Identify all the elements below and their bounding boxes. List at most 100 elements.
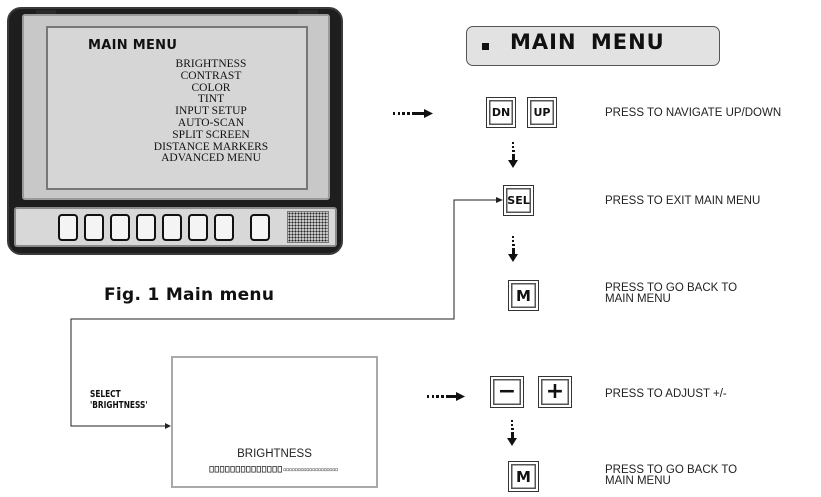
select-label-line-2: 'BRIGHTNESS' (90, 400, 148, 411)
monitor-hardware-button-3[interactable] (110, 214, 130, 241)
monitor-screen (46, 26, 308, 190)
m-key-2-label: M (516, 467, 531, 486)
m-key-1[interactable]: M (508, 280, 539, 311)
brightness-bar-cell-empty (286, 468, 289, 472)
monitor-hardware-button-1[interactable] (58, 214, 78, 241)
brightness-bar-cell-filled (277, 466, 282, 473)
osd-menu-item-input-setup[interactable]: INPUT SETUP (175, 105, 247, 118)
brightness-bar-cell-empty (289, 468, 292, 472)
brightness-bar-cell-empty (326, 468, 330, 472)
brightness-osd-screen (171, 356, 378, 488)
select-loop-connector (70, 199, 496, 427)
plus-key-label: + (545, 379, 565, 404)
desc-back-1-line-1: PRESS TO GO BACK TO (605, 282, 738, 294)
brightness-bar-cell-empty (318, 468, 321, 472)
desc-exit-main-menu: PRESS TO EXIT MAIN MENU (605, 195, 761, 207)
minus-key[interactable]: − (490, 376, 524, 408)
brightness-bar-cell-empty (303, 468, 307, 472)
brightness-bar-cell-filled (209, 466, 214, 473)
monitor-hardware-button-2[interactable] (84, 214, 104, 241)
brightness-bar-cell-empty (292, 468, 295, 472)
desc-back-2-line-1: PRESS TO GO BACK TO (605, 464, 738, 476)
osd-menu-list: BRIGHTNESS CONTRAST COLOR TINT INPUT SET… (136, 58, 286, 165)
dash-arrow-monitor (393, 109, 433, 118)
brightness-bar-cell-filled (240, 466, 246, 473)
desc-back-to-main-menu-2: PRESS TO GO BACK TO MAIN MENU (605, 464, 738, 487)
minus-key-label: − (497, 379, 517, 404)
brightness-bar-cell-filled (267, 466, 272, 473)
dn-key[interactable]: DN (486, 97, 516, 128)
desc-navigate: PRESS TO NAVIGATE UP/DOWN (605, 107, 782, 119)
monitor-power-button[interactable] (250, 214, 270, 241)
osd-menu-item-advanced-menu[interactable]: ADVANCED MENU (161, 152, 261, 165)
main-menu-header-title: MAIN MENU (510, 30, 665, 54)
brightness-bar-cell-filled (251, 466, 256, 473)
up-key[interactable]: UP (527, 97, 557, 128)
brightness-bar-cell-filled (256, 466, 261, 473)
select-brightness-label: SELECT 'BRIGHTNESS' (90, 389, 148, 411)
brightness-bar-cell-empty (309, 468, 312, 472)
down-arrow-2 (508, 236, 518, 262)
down-arrow-3 (507, 420, 517, 446)
osd-menu-item-contrast[interactable]: CONTRAST (180, 69, 242, 82)
brightness-bar-cell-filled (214, 466, 219, 473)
m-key-2[interactable]: M (508, 461, 539, 492)
m-key-1-label: M (516, 286, 531, 305)
monitor-hardware-button-5[interactable] (162, 214, 182, 241)
monitor-mount-tab-right (298, 10, 318, 16)
brightness-bar-cell-filled (272, 466, 277, 473)
desc-back-2-line-2: MAIN MENU (605, 475, 671, 487)
brightness-bar-cell-empty (312, 468, 315, 472)
desc-back-1-line-2: MAIN MENU (605, 293, 671, 305)
osd-menu-item-split-screen[interactable]: SPLIT SCREEN (172, 128, 250, 141)
brightness-bar-cell-filled (261, 466, 267, 473)
arrow-to-brightness-screen (165, 423, 171, 429)
monitor-mount-tab-left (36, 10, 56, 16)
osd-menu-item-color[interactable]: COLOR (191, 81, 231, 94)
brightness-bar-cell-empty (332, 468, 336, 472)
brightness-osd-label: BRIGHTNESS (237, 448, 312, 460)
brightness-bar-cell-filled (230, 466, 235, 473)
speaker-grille (287, 211, 329, 243)
arrow-to-sel (496, 197, 503, 203)
brightness-bar-cell-filled (219, 466, 225, 473)
osd-menu-item-distance-markers[interactable]: DISTANCE MARKERS (153, 140, 269, 153)
brightness-bar-cell-empty (323, 468, 327, 472)
monitor-hardware-button-4[interactable] (136, 214, 156, 241)
monitor-hardware-button-7[interactable] (214, 214, 234, 241)
brightness-bar-cell-empty (329, 468, 333, 472)
brightness-bar-empty (283, 468, 338, 472)
brightness-bar-filled (209, 466, 282, 473)
select-label-line-1: SELECT (90, 389, 121, 400)
plus-key[interactable]: + (538, 376, 572, 408)
brightness-bar-cell-empty (315, 468, 318, 472)
brightness-bar-cell-empty (300, 468, 304, 472)
monitor-hardware-button-6[interactable] (188, 214, 208, 241)
up-key-label: UP (533, 106, 551, 119)
dn-key-label: DN (491, 106, 511, 119)
down-arrow-1 (508, 142, 518, 168)
main-menu-header-box (466, 26, 720, 66)
sel-key-label: SEL (507, 194, 530, 207)
brightness-level-bar[interactable] (200, 466, 350, 473)
brightness-bar-cell-filled (246, 466, 251, 473)
osd-menu-title: MAIN MENU (88, 38, 178, 53)
osd-menu-item-auto-scan[interactable]: AUTO-SCAN (177, 116, 245, 129)
brightness-bar-cell-filled (235, 466, 240, 473)
sel-key[interactable]: SEL (503, 185, 534, 216)
osd-menu-item-tint[interactable]: TINT (197, 93, 225, 106)
brightness-bar-cell-empty (295, 468, 298, 472)
dash-arrow-brightness (427, 392, 465, 401)
brightness-bar-cell-empty (335, 468, 338, 472)
brightness-bar-cell-filled (225, 466, 230, 473)
brightness-bar-cell-empty (283, 468, 286, 472)
osd-menu-item-brightness[interactable]: BRIGHTNESS (175, 58, 247, 70)
brightness-bar-cell-empty (297, 468, 301, 472)
header-bullet-icon (482, 43, 489, 50)
brightness-bar-cell-empty (321, 468, 324, 472)
desc-back-to-main-menu-1: PRESS TO GO BACK TO MAIN MENU (605, 282, 738, 305)
desc-adjust: PRESS TO ADJUST +/- (605, 388, 727, 400)
brightness-bar-cell-empty (306, 468, 310, 472)
figure-caption: Fig. 1 Main menu (104, 285, 275, 305)
